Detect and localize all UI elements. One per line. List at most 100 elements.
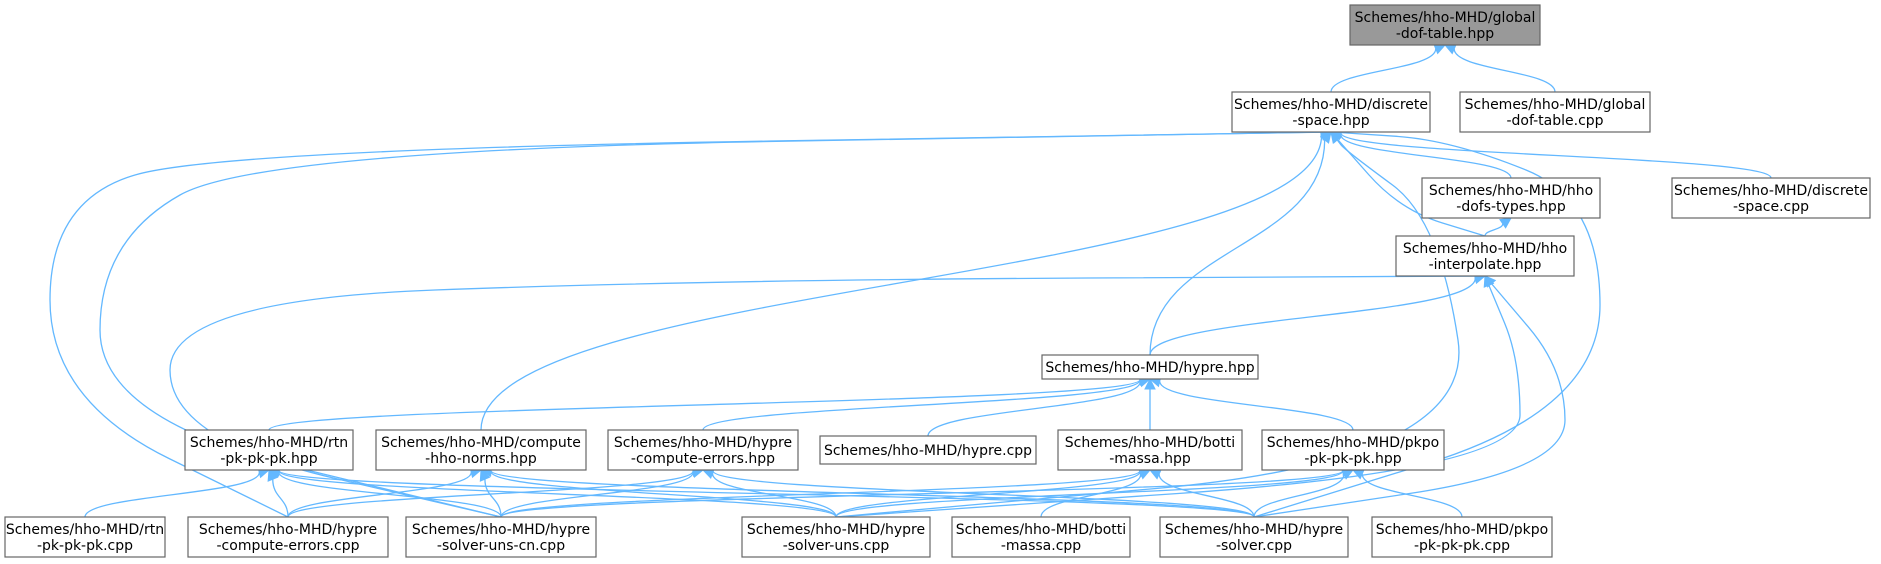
graph-node-compute-norms[interactable]: Schemes/hho-MHD/compute-hho-norms.hpp [375, 429, 587, 471]
edge-hypre-hpp-to-interpolate [1149, 278, 1476, 356]
node-label: -compute-errors.hpp [631, 451, 775, 467]
graph-node-hypre-hpp[interactable]: Schemes/hho-MHD/hypre.hpp [1041, 354, 1259, 380]
node-label: Schemes/hho-MHD/hypre [1165, 522, 1343, 538]
node-box [1349, 4, 1541, 46]
node-label: -solver.cpp [1216, 538, 1292, 554]
edge-interpolate-to-dofs-types [1484, 223, 1504, 237]
node-label: Schemes/hho-MHD/compute [381, 435, 581, 451]
node-label: Schemes/hho-MHD/pkpo [1267, 435, 1440, 451]
graph-node-hypre-cpp[interactable]: Schemes/hho-MHD/hypre.cpp [819, 435, 1037, 465]
node-label: Schemes/hho-MHD/hypre.cpp [824, 443, 1032, 459]
edge-hypre-ce-cpp-to-hypre-ce-hpp [287, 470, 694, 518]
node-label: -space.cpp [1733, 199, 1809, 215]
node-label: Schemes/hho-MHD/global [1355, 10, 1536, 26]
node-label: -interpolate.hpp [1429, 257, 1542, 273]
edge-hypre-s-cpp-to-botti-hpp [1158, 473, 1255, 518]
node-label: Schemes/hho-MHD/global [1465, 97, 1646, 113]
node-label: -hho-norms.hpp [425, 451, 537, 467]
edge-rtn-hpp-to-hypre-hpp [268, 379, 1141, 431]
edge-hypre-s-cpp-to-interpolate [1253, 283, 1566, 518]
graph-node-pkpo-hpp[interactable]: Schemes/hho-MHD/pkpo-pk-pk-pk.hpp [1261, 429, 1445, 471]
node-box [1261, 429, 1445, 471]
graph-node-hypre-s-cpp[interactable]: Schemes/hho-MHD/hypre-solver.cpp [1159, 516, 1349, 558]
edge-compute-norms-to-discrete-hpp [480, 135, 1323, 431]
edge-interpolate-to-discrete-hpp [1337, 139, 1486, 237]
node-label: Schemes/hho-MHD/hypre [412, 522, 590, 538]
node-label: Schemes/hho-MHD/pkpo [1376, 522, 1549, 538]
edge-hypre-s-cpp-to-pkpo-hpp [1253, 474, 1345, 518]
graph-node-discrete-cpp[interactable]: Schemes/hho-MHD/discrete-space.cpp [1671, 177, 1871, 219]
node-box [1057, 429, 1243, 471]
node-label: -compute-errors.cpp [217, 538, 360, 554]
graph-node-discrete-hpp[interactable]: Schemes/hho-MHD/discrete-space.hpp [1231, 91, 1431, 133]
graph-node-rtn-hpp[interactable]: Schemes/hho-MHD/rtn-pk-pk-pk.hpp [184, 429, 354, 471]
node-box [1395, 235, 1575, 277]
edge-hypre-su-cpp-to-pkpo-hpp [835, 470, 1344, 518]
edge-global-cpp-to-root [1453, 48, 1556, 93]
node-label: -pk-pk-pk.cpp [1414, 538, 1510, 554]
graph-node-hypre-suc-cpp[interactable]: Schemes/hho-MHD/hypre-solver-uns-cn.cpp [405, 516, 597, 558]
edge-hypre-s-cpp-to-compute-norms [490, 470, 1255, 518]
node-label: -massa.hpp [1109, 451, 1191, 467]
graph-node-rtn-cpp[interactable]: Schemes/hho-MHD/rtn-pk-pk-pk.cpp [4, 516, 166, 558]
edge-hypre-ce-cpp-to-rtn-hpp [272, 479, 289, 518]
node-label: Schemes/hho-MHD/rtn [6, 522, 164, 538]
edge-hypre-s-cpp-to-discrete-hpp [1253, 132, 1601, 518]
edge-hypre-su-cpp-to-rtn-hpp [278, 470, 837, 518]
node-box [184, 429, 354, 471]
graph-node-pkpo-cpp[interactable]: Schemes/hho-MHD/pkpo-pk-pk-pk.cpp [1371, 516, 1553, 558]
edge-discrete-hpp-to-root [1330, 48, 1437, 93]
node-label: Schemes/hho-MHD/hho [1429, 183, 1593, 199]
graph-node-hypre-ce-hpp[interactable]: Schemes/hho-MHD/hypre-compute-errors.hpp [607, 429, 799, 471]
graph-node-root[interactable]: Schemes/hho-MHD/global-dof-table.hpp [1349, 4, 1541, 46]
node-label: -space.hpp [1292, 113, 1369, 129]
node-box [1421, 177, 1601, 219]
graph-node-dofs-types[interactable]: Schemes/hho-MHD/hho-dofs-types.hpp [1421, 177, 1601, 219]
graph-node-interpolate[interactable]: Schemes/hho-MHD/hho-interpolate.hpp [1395, 235, 1575, 277]
edge-hypre-suc-cpp-to-rtn-hpp [278, 471, 502, 518]
node-label: -pk-pk-pk.hpp [220, 451, 317, 467]
node-box [405, 516, 597, 558]
graph-node-botti-cpp[interactable]: Schemes/hho-MHD/botti-massa.cpp [951, 516, 1131, 558]
edge-discrete-cpp-to-discrete-hpp [1340, 132, 1772, 179]
edge-hypre-ce-cpp-to-compute-norms [287, 472, 472, 518]
graph-node-hypre-su-cpp[interactable]: Schemes/hho-MHD/hypre-solver-uns.cpp [741, 516, 931, 558]
node-label: -pk-pk-pk.hpp [1304, 451, 1401, 467]
node-box [375, 429, 587, 471]
node-label: Schemes/hho-MHD/hypre [747, 522, 925, 538]
graph-node-botti-hpp[interactable]: Schemes/hho-MHD/botti-massa.hpp [1057, 429, 1243, 471]
node-box [607, 429, 799, 471]
node-label: Schemes/hho-MHD/discrete [1234, 97, 1428, 113]
edge-hypre-suc-cpp-to-hypre-ce-hpp [500, 472, 694, 518]
node-label: Schemes/hho-MHD/botti [956, 522, 1126, 538]
edge-hypre-su-cpp-to-interpolate [835, 284, 1521, 518]
edge-botti-cpp-to-botti-hpp [1040, 473, 1142, 518]
node-box [819, 435, 1037, 465]
node-label: -solver-uns-cn.cpp [437, 538, 565, 554]
edge-hypre-su-cpp-to-botti-hpp [835, 471, 1141, 518]
node-box [1041, 354, 1259, 380]
edge-hypre-su-cpp-to-discrete-hpp [835, 139, 1460, 518]
node-box [1231, 91, 1431, 133]
node-label: -dof-table.cpp [1506, 113, 1603, 129]
node-label: -dof-table.hpp [1396, 26, 1494, 42]
edge-dofs-types-to-discrete-hpp [1340, 134, 1512, 179]
node-box [1159, 516, 1349, 558]
arrowhead [1144, 377, 1156, 390]
edge-pkpo-hpp-to-hypre-hpp [1159, 381, 1354, 431]
node-box [1459, 91, 1651, 133]
edge-hypre-su-cpp-to-compute-norms [490, 470, 837, 518]
node-box [1671, 177, 1871, 219]
arrowhead [1499, 217, 1512, 229]
node-box [1371, 516, 1553, 558]
edge-hypre-cpp-to-hypre-hpp [927, 381, 1141, 437]
graph-node-hypre-ce-cpp[interactable]: Schemes/hho-MHD/hypre-compute-errors.cpp [187, 516, 389, 558]
node-label: Schemes/hho-MHD/hypre.hpp [1045, 360, 1254, 376]
edge-hypre-ce-cpp-to-discrete-hpp [49, 131, 1322, 518]
graph-node-global-cpp[interactable]: Schemes/hho-MHD/global-dof-table.cpp [1459, 91, 1651, 133]
node-label: Schemes/hho-MHD/hypre [614, 435, 792, 451]
node-label: -solver-uns.cpp [783, 538, 890, 554]
edge-hypre-hpp-to-discrete-hpp [1149, 139, 1326, 356]
node-label: -massa.cpp [1001, 538, 1081, 554]
